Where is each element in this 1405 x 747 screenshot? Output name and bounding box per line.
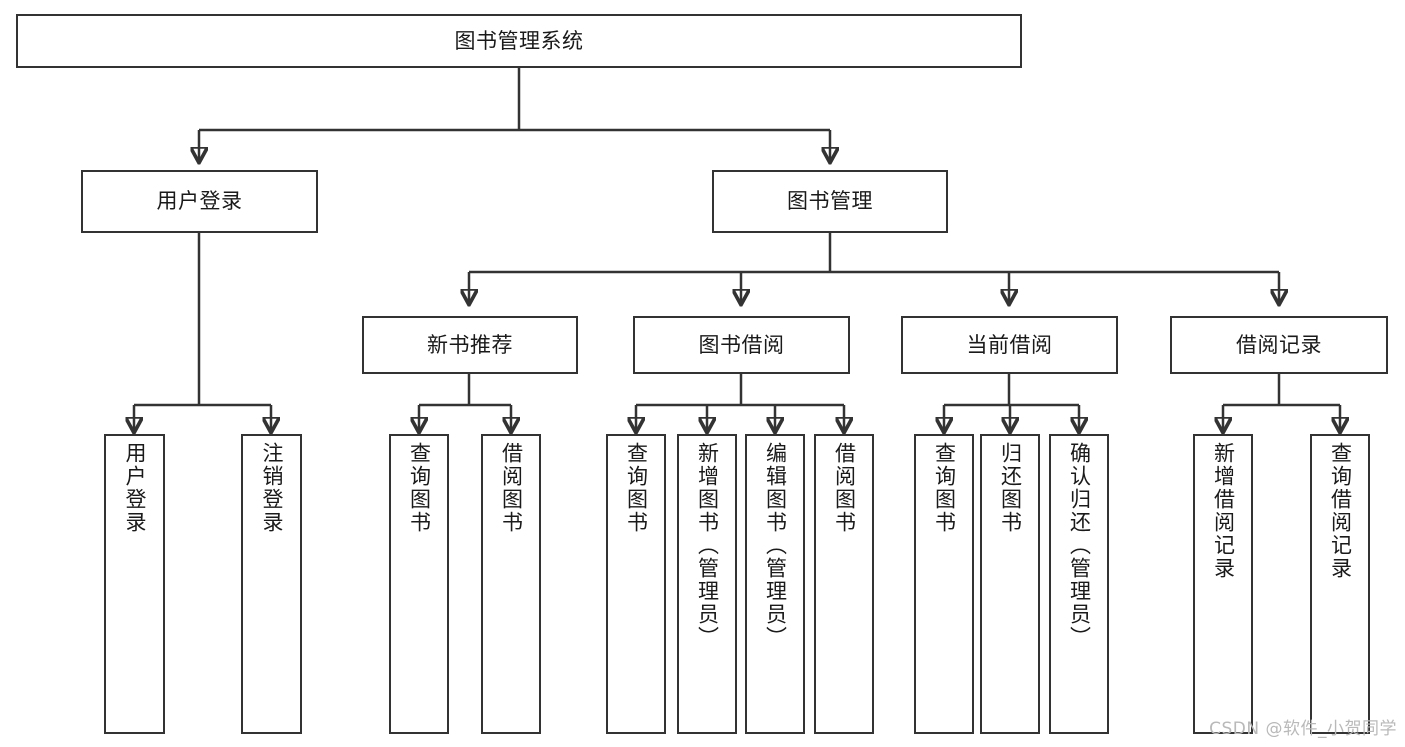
node-leaf-add-book[interactable]: 新增图书（管理员） — [677, 434, 737, 734]
node-leaf-return-book-label: 归还图书 — [998, 442, 1023, 534]
node-root-label: 图书管理系统 — [454, 28, 584, 53]
node-root[interactable]: 图书管理系统 — [16, 14, 1022, 68]
node-current-borrow[interactable]: 当前借阅 — [901, 316, 1118, 374]
node-user-login-label: 用户登录 — [156, 189, 243, 214]
node-leaf-logout[interactable]: 注销登录 — [241, 434, 302, 734]
node-leaf-query-book-2-label: 查询图书 — [624, 442, 649, 534]
node-book-manage[interactable]: 图书管理 — [712, 170, 948, 233]
node-leaf-borrow-book-2[interactable]: 借阅图书 — [814, 434, 874, 734]
node-leaf-return-book[interactable]: 归还图书 — [980, 434, 1040, 734]
node-leaf-query-book-1-label: 查询图书 — [407, 442, 432, 534]
node-borrow-record[interactable]: 借阅记录 — [1170, 316, 1388, 374]
node-leaf-add-record[interactable]: 新增借阅记录 — [1193, 434, 1253, 734]
node-leaf-query-book-2[interactable]: 查询图书 — [606, 434, 666, 734]
node-book-borrow[interactable]: 图书借阅 — [633, 316, 850, 374]
node-leaf-query-book-3-label: 查询图书 — [932, 442, 957, 534]
node-book-manage-label: 图书管理 — [787, 189, 873, 214]
node-current-borrow-label: 当前借阅 — [966, 332, 1053, 357]
node-leaf-query-book-1[interactable]: 查询图书 — [389, 434, 449, 734]
node-leaf-query-record[interactable]: 查询借阅记录 — [1310, 434, 1370, 734]
node-leaf-borrow-book-1[interactable]: 借阅图书 — [481, 434, 541, 734]
node-leaf-edit-book-label: 编辑图书（管理员） — [763, 442, 788, 649]
node-book-borrow-label: 图书借阅 — [698, 332, 785, 357]
node-leaf-user-login[interactable]: 用户登录 — [104, 434, 165, 734]
node-leaf-logout-label: 注销登录 — [260, 442, 284, 534]
node-leaf-edit-book[interactable]: 编辑图书（管理员） — [745, 434, 805, 734]
node-leaf-user-login-label: 用户登录 — [123, 442, 147, 534]
watermark-text: CSDN @软件_小贺同学 — [1209, 719, 1397, 739]
node-leaf-confirm-return[interactable]: 确认归还（管理员） — [1049, 434, 1109, 734]
node-borrow-record-label: 借阅记录 — [1236, 332, 1322, 357]
node-leaf-query-record-label: 查询借阅记录 — [1328, 442, 1353, 580]
node-user-login[interactable]: 用户登录 — [81, 170, 318, 233]
node-new-book-rec-label: 新书推荐 — [427, 332, 513, 357]
node-leaf-add-book-label: 新增图书（管理员） — [695, 442, 720, 649]
node-leaf-borrow-book-1-label: 借阅图书 — [499, 442, 524, 534]
node-leaf-add-record-label: 新增借阅记录 — [1211, 442, 1236, 580]
node-leaf-borrow-book-2-label: 借阅图书 — [832, 442, 857, 534]
node-new-book-rec[interactable]: 新书推荐 — [362, 316, 578, 374]
node-leaf-confirm-return-label: 确认归还（管理员） — [1067, 442, 1092, 649]
node-leaf-query-book-3[interactable]: 查询图书 — [914, 434, 974, 734]
